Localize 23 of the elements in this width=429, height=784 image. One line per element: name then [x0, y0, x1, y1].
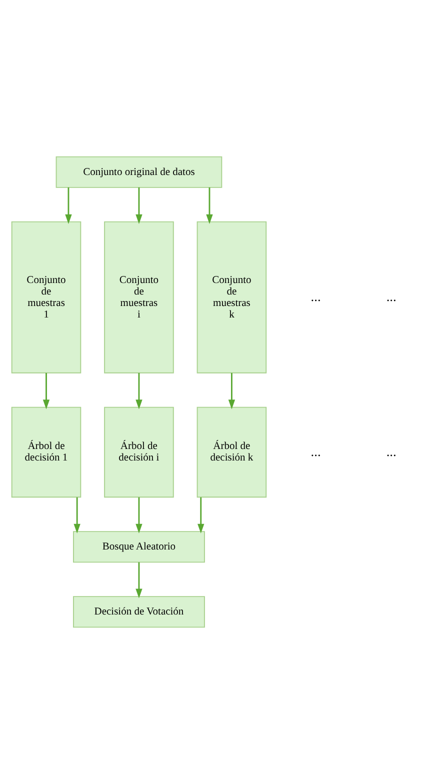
arrow [136, 187, 142, 224]
node-box: Decisión de Votación [73, 596, 205, 628]
arrow [136, 372, 142, 410]
arrow [65, 187, 72, 224]
label: ... [386, 288, 396, 304]
node-box: Árbol de decisión k [196, 406, 267, 498]
label: ... [310, 288, 321, 304]
node-box: Conjunto de muestras k [196, 221, 267, 374]
node-box: Bosque Aleatorio [73, 531, 205, 563]
arrow [228, 372, 236, 410]
node-box: Árbol de decisión i [104, 406, 174, 498]
arrow [42, 372, 50, 410]
arrow [136, 562, 142, 598]
label: ... [310, 444, 321, 459]
arrow [206, 187, 213, 224]
arrow [136, 497, 142, 534]
node-box: Conjunto de muestras i [104, 221, 174, 374]
node-box: Árbol de decisión 1 [11, 406, 82, 498]
label: ... [386, 444, 396, 459]
node-box: Conjunto de muestras 1 [11, 221, 82, 374]
arrow [74, 497, 80, 534]
node-box: Conjunto original de datos [56, 156, 222, 188]
arrow [198, 497, 204, 534]
